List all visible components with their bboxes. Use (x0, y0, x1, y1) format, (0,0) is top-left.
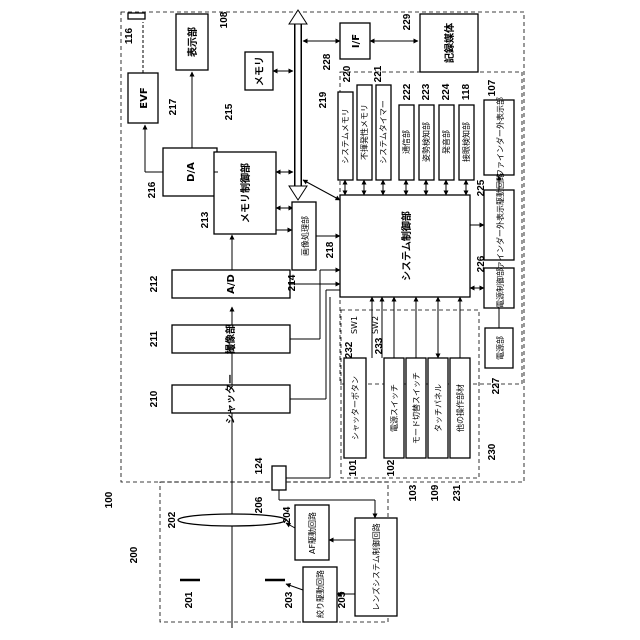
if-label: I/F (351, 34, 362, 48)
ref-216: 216 (147, 181, 158, 198)
ref-214: 214 (287, 274, 298, 291)
memory-control-label: メモリ制御部 (239, 163, 252, 223)
ref-227: 227 (491, 377, 502, 394)
power-supply-label: 電源部 (495, 336, 505, 360)
memory-label: メモリ (254, 56, 266, 86)
ref-101: 101 (348, 459, 359, 476)
finder-outside-driver-label: ファインダー外表示駆動回路 (495, 173, 505, 277)
evf-label: EVF (139, 87, 150, 108)
ref-102: 102 (386, 459, 397, 476)
communication-label: 通信部 (401, 130, 411, 154)
sound-label: 発音部 (441, 130, 451, 154)
mode-switch-label: モード切替スイッチ (411, 372, 421, 444)
ref-221: 221 (373, 65, 384, 82)
lens-element (178, 514, 286, 526)
ref-116: 116 (124, 27, 135, 44)
system-timer-label: システムタイマー (379, 100, 388, 164)
ref-103: 103 (408, 484, 419, 501)
ref-100: 100 (104, 491, 115, 508)
ref-213: 213 (200, 211, 211, 228)
ref-218: 218 (325, 241, 336, 258)
ref-201: 201 (184, 591, 195, 608)
ref-219: 219 (318, 91, 329, 108)
sw1-label: SW1 (350, 316, 359, 334)
eye-detection-label: 接眼検知部 (461, 122, 471, 162)
ref-225: 225 (476, 179, 487, 196)
ref-232: 232 (344, 341, 355, 358)
ref-228: 228 (322, 53, 333, 70)
power-control-label: 電源制御部 (495, 268, 505, 308)
ref-233: 233 (374, 337, 385, 354)
ref-203: 203 (284, 591, 295, 608)
ref-200: 200 (129, 546, 140, 563)
power-switch-label: 電源スイッチ (390, 384, 399, 432)
recording-medium-label: 記録媒体 (443, 22, 456, 63)
ref-205: 205 (337, 591, 348, 608)
ref-215: 215 (224, 103, 235, 120)
ad-label: A/D (226, 274, 237, 294)
ref-222: 222 (402, 83, 413, 100)
attitude-detection-label: 姿勢検知部 (421, 122, 431, 162)
finder-outside-display-label: ファインダー外表示部 (495, 97, 505, 177)
af-driver-label: AF駆動回路 (307, 512, 317, 554)
ref-107: 107 (487, 79, 498, 96)
ref-231: 231 (452, 484, 463, 501)
ref-212: 212 (149, 275, 160, 292)
ref-206: 206 (254, 496, 265, 513)
ref-226: 226 (476, 255, 487, 272)
lens-system-control-label: レンズシステム制御回路 (371, 523, 381, 611)
contact-124-box (272, 466, 286, 490)
ref-229: 229 (402, 13, 413, 30)
ref-220: 220 (342, 65, 353, 82)
ref-230: 230 (487, 443, 498, 460)
ref-118: 118 (461, 83, 472, 100)
nonvolatile-memory-label: 不揮発性メモリ (359, 104, 369, 160)
ref-204: 204 (282, 506, 293, 523)
ref-211: 211 (149, 330, 160, 347)
shutter-label: シャッター (225, 374, 237, 424)
ref-224: 224 (441, 83, 452, 100)
image-processing-label: 画像処理部 (300, 216, 310, 256)
ref-124: 124 (254, 457, 265, 474)
ref-109: 109 (430, 484, 441, 501)
aperture-driver-label: 絞り駆動回路 (315, 570, 325, 618)
other-operation-label: 他の操作部材 (455, 384, 465, 432)
ref-223: 223 (421, 83, 432, 100)
imaging-label: 撮像部 (224, 324, 237, 354)
da-label: D/A (186, 162, 197, 182)
system-control-label: システム制御部 (400, 211, 413, 281)
display-label: 表示部 (186, 27, 199, 58)
ref-108: 108 (219, 11, 230, 28)
evf-eyepiece (128, 13, 145, 19)
touch-panel-label: タッチパネル (434, 384, 443, 432)
ref-210: 210 (149, 390, 160, 407)
ref-217: 217 (168, 98, 179, 115)
ref-202: 202 (167, 511, 178, 528)
system-memory-label: システムメモリ (341, 108, 350, 164)
shutter-button-label: シャッターボタン (351, 376, 360, 440)
